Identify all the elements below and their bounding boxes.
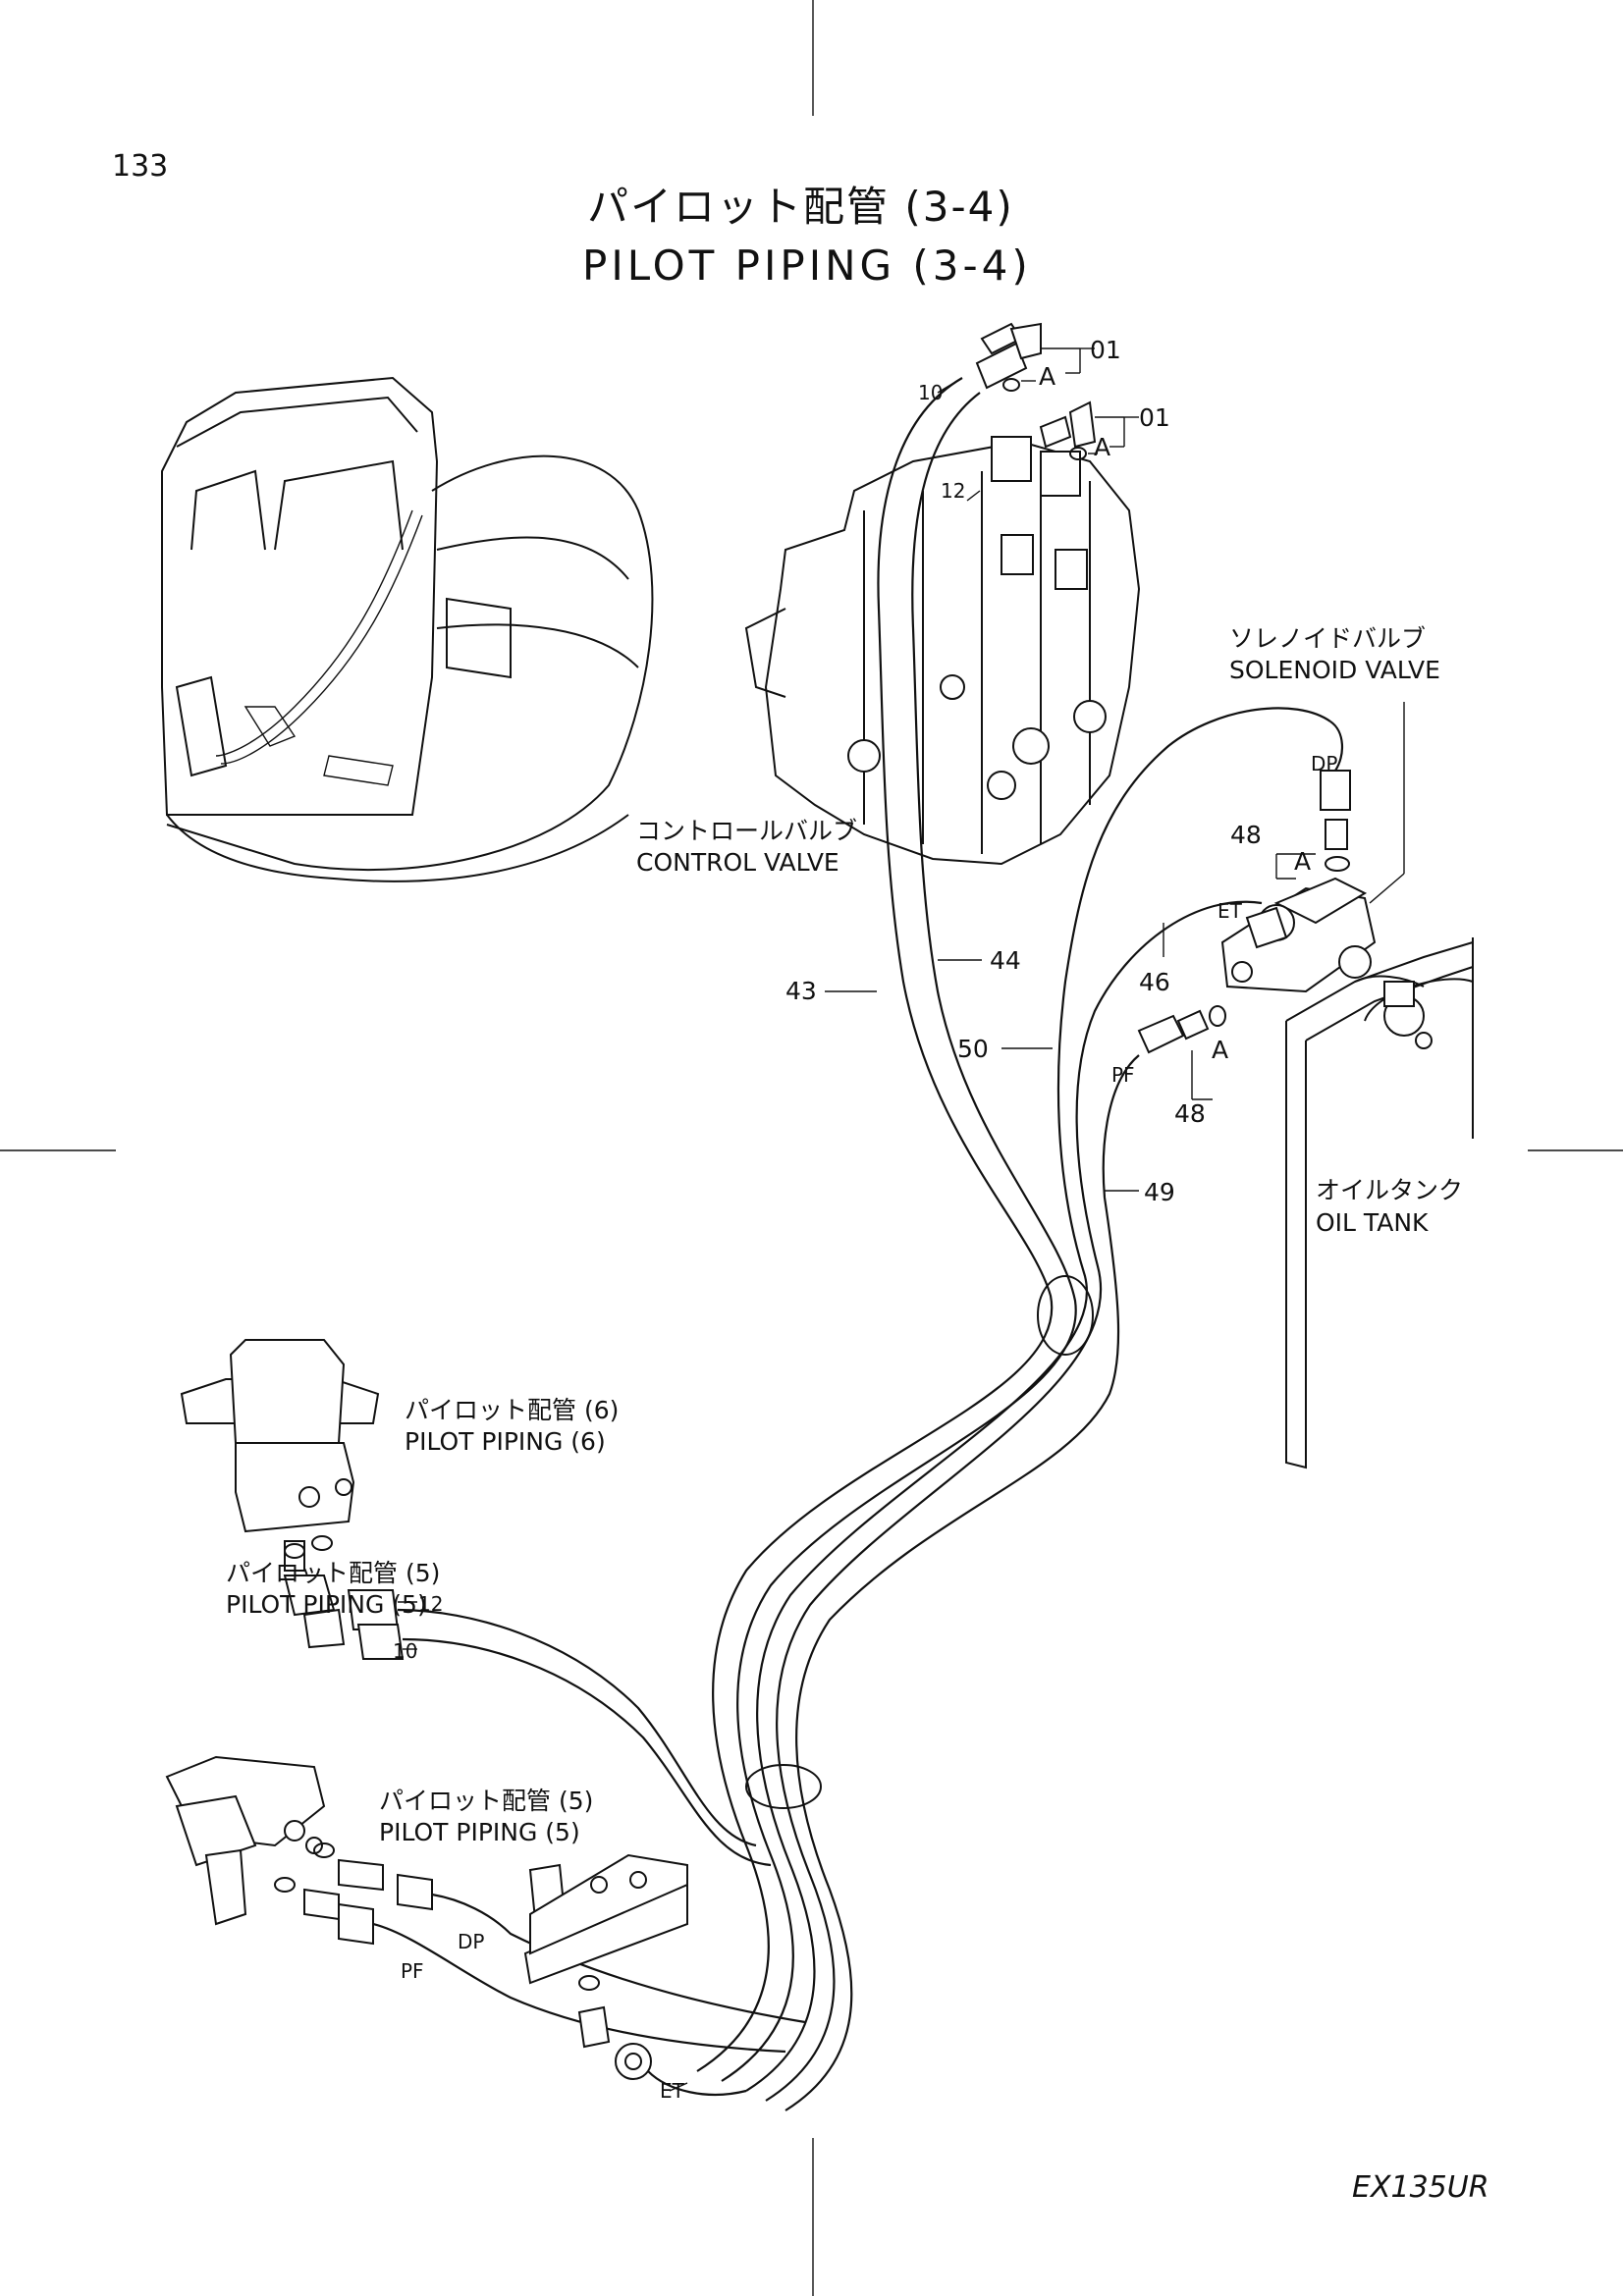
- pilot-piping-5a-label-jp: パイロット配管 (5): [226, 1559, 441, 1587]
- oil-tank-label-jp: オイルタンク: [1316, 1176, 1464, 1204]
- top-fittings: [975, 322, 1097, 460]
- hose-bundle: [696, 377, 1331, 2111]
- callout-12-top: 12: [941, 479, 966, 503]
- callout-10-top: 10: [918, 381, 944, 404]
- excavator-cab-drawing: [161, 376, 654, 882]
- control-valve-label-jp: コントロールバルブ: [636, 817, 858, 845]
- callout-44: 44: [990, 946, 1021, 975]
- callout-01-top: 01: [1090, 336, 1121, 364]
- callout-a-48: A: [1294, 847, 1312, 876]
- callout-01-second: 01: [1139, 403, 1170, 432]
- callout-et-bottom: ET: [660, 2079, 684, 2103]
- callout-48-bottom: 48: [1174, 1099, 1206, 1128]
- callout-a-second: A: [1094, 433, 1111, 461]
- solenoid-valve-drawing: [1220, 721, 1377, 993]
- solenoid-valve-label-en: SOLENOID VALVE: [1229, 656, 1440, 684]
- pilot-piping-6-label-en: PILOT PIPING (6): [405, 1427, 606, 1456]
- callout-a-top: A: [1039, 362, 1056, 391]
- pilot-piping-5b-label-en: PILOT PIPING (5): [379, 1818, 580, 1846]
- callout-a-lower: A: [1212, 1036, 1229, 1064]
- control-valve-drawing: [744, 436, 1141, 866]
- model-number: EX135UR: [1352, 2170, 1489, 2205]
- lower-connectors: [303, 1853, 806, 2097]
- elbow-fittings-lower: [283, 1575, 772, 1867]
- control-valve-label-en: CONTROL VALVE: [636, 848, 839, 877]
- page-title-english: PILOT PIPING (3-4): [582, 241, 1032, 290]
- callout-dp-top: DP: [1311, 752, 1338, 775]
- callout-48-top: 48: [1230, 821, 1262, 849]
- callout-pf-top: PF: [1111, 1063, 1135, 1087]
- callout-43: 43: [785, 977, 817, 1005]
- pilot-valve-6-drawing: [180, 1339, 380, 1572]
- pilot-valve-5-drawing: [165, 1755, 335, 1926]
- callout-10-bottom: 10: [393, 1639, 418, 1663]
- oil-tank-label-en: OIL TANK: [1316, 1208, 1429, 1237]
- callout-dp-bottom: DP: [458, 1930, 485, 1953]
- callout-49: 49: [1144, 1178, 1175, 1206]
- pilot-piping-5b-label-jp: パイロット配管 (5): [379, 1787, 594, 1815]
- callout-et-top: ET: [1217, 899, 1242, 923]
- callout-50: 50: [957, 1035, 989, 1063]
- pilot-piping-5a-label-en: PILOT PIPING (5): [226, 1590, 427, 1619]
- page-title-japanese: パイロット配管 (3-4): [587, 183, 1014, 231]
- callout-pf-bottom: PF: [401, 1959, 424, 1983]
- solenoid-valve-label-jp: ソレノイドバルブ: [1229, 624, 1427, 653]
- pilot-piping-6-label-jp: パイロット配管 (6): [405, 1396, 620, 1424]
- tank-port-fittings: [1137, 1005, 1226, 1054]
- page-number: 133: [112, 149, 169, 184]
- callout-12-bottom: 12: [418, 1592, 444, 1616]
- oil-tank-drawing: [1285, 937, 1474, 1469]
- callout-46: 46: [1139, 968, 1170, 996]
- leader-lines: [398, 347, 1405, 2092]
